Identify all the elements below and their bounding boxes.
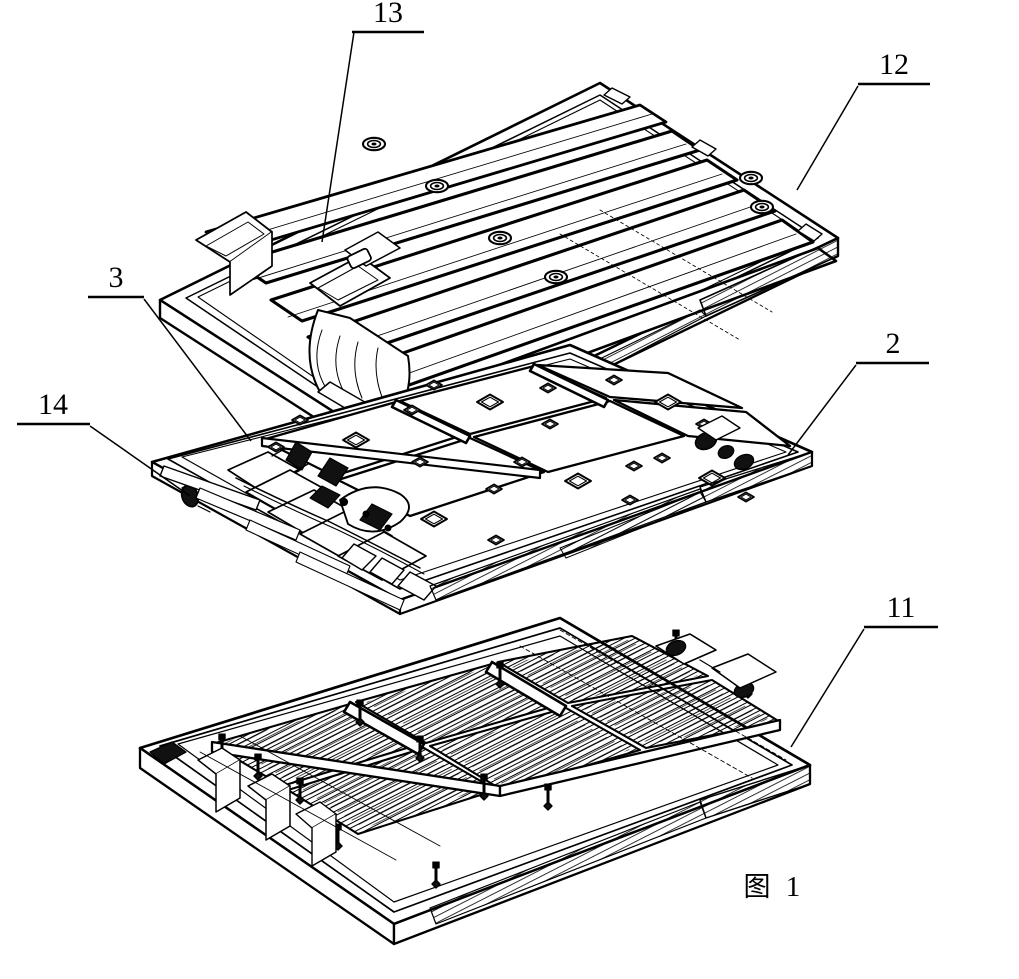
cover-tab-group (603, 87, 823, 242)
cover-right-edge-shading (699, 237, 839, 317)
reference-numeral-2: 2 (856, 327, 929, 365)
reference-label-13: 13 (373, 0, 403, 29)
module-left-rail-group (159, 465, 405, 611)
reference-numeral-14: 14 (17, 388, 90, 426)
tray-front-edge-shading (429, 801, 707, 925)
tray-mid-beam-2 (498, 718, 782, 798)
leader-line-12 (796, 85, 859, 191)
module-busbar-cluster (694, 415, 755, 471)
figure-caption: 图 1 (744, 871, 801, 903)
leader-line-3 (143, 298, 252, 442)
reference-label-14: 14 (38, 388, 68, 421)
reference-label-12: 12 (879, 48, 909, 81)
tray-inner-shading (199, 629, 787, 861)
module-harness-cluster (227, 441, 437, 601)
battery-module (536, 363, 744, 410)
cover-vent-plug (361, 136, 387, 152)
reference-numeral-group: 13 12 3 2 14 11 (17, 0, 938, 629)
leader-line-14 (89, 425, 191, 497)
reference-numeral-11: 11 (864, 591, 938, 629)
cover-vent-plug (543, 269, 569, 285)
leader-line-13 (321, 31, 355, 243)
tray-cross-beam (484, 660, 568, 718)
tray-channel-overlay (224, 640, 770, 828)
reference-label-3: 3 (109, 261, 124, 294)
cover-vent-plug (749, 199, 775, 215)
figure-caption-number: 1 (786, 871, 801, 903)
leader-line-2 (787, 364, 857, 456)
reference-numeral-3: 3 (88, 261, 144, 299)
reference-label-2: 2 (886, 327, 901, 360)
reference-label-11: 11 (887, 591, 916, 624)
component-battery-module-assembly (150, 343, 814, 616)
tray-corner-bracket (655, 633, 777, 699)
cover-vent-plug (738, 170, 764, 186)
tray-cross-beam-group (210, 660, 782, 798)
reference-numeral-13: 13 (352, 0, 424, 34)
module-front-edge-shading-2 (559, 491, 707, 559)
figure-caption-cn: 图 (744, 872, 771, 903)
reference-numeral-12: 12 (858, 48, 930, 86)
leader-line-group (89, 31, 865, 748)
tray-cross-beam (342, 700, 426, 756)
leader-line-11 (790, 628, 865, 748)
cover-vent-plug (424, 178, 450, 194)
tray-left-bracket-group (149, 741, 337, 867)
cover-vent-plug (487, 230, 513, 246)
component-lower-tray (138, 616, 812, 946)
module-cross-beam-group (260, 362, 610, 480)
